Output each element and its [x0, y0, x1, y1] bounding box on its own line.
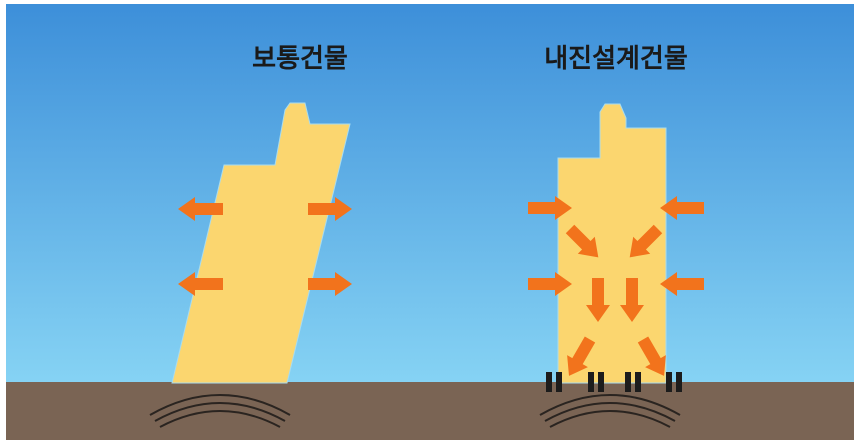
quake-building [557, 103, 667, 384]
normal-building [171, 102, 351, 384]
arrow-diag-lower-left [567, 336, 596, 376]
damper [666, 372, 672, 392]
quake-seismic-waves [539, 394, 681, 428]
quake-building-arrows [528, 196, 704, 376]
damper [556, 372, 562, 392]
arrow-in-left-upper [528, 196, 572, 220]
damper [598, 372, 604, 392]
arrow-in-right-upper [660, 196, 704, 220]
arrow-in-right-lower [660, 272, 704, 296]
damper [625, 372, 631, 392]
damper [676, 372, 682, 392]
arrow-diag-upper-right [629, 224, 663, 258]
seismic-dampers [546, 372, 682, 392]
damper [588, 372, 594, 392]
arrow-left-upper [178, 197, 223, 221]
arrow-down-left [586, 278, 610, 322]
earthquake-resistant-building-label: 내진설계건물 [544, 44, 688, 74]
arrow-diag-upper-left [565, 224, 599, 258]
ground [6, 382, 854, 440]
arrow-down-right [620, 278, 644, 322]
arrow-in-left-lower [528, 272, 572, 296]
damper [635, 372, 641, 392]
normal-seismic-waves [149, 394, 291, 428]
normal-building-arrows [178, 197, 352, 296]
arrow-right-upper [308, 197, 352, 221]
damper [546, 372, 552, 392]
arrow-right-lower [308, 272, 352, 296]
arrow-diag-lower-right [637, 336, 666, 376]
arrow-left-lower [178, 272, 223, 296]
quake-building-group [528, 103, 704, 428]
normal-building-group [149, 102, 352, 428]
sky-background [6, 4, 854, 384]
normal-building-label: 보통건물 [252, 44, 348, 74]
